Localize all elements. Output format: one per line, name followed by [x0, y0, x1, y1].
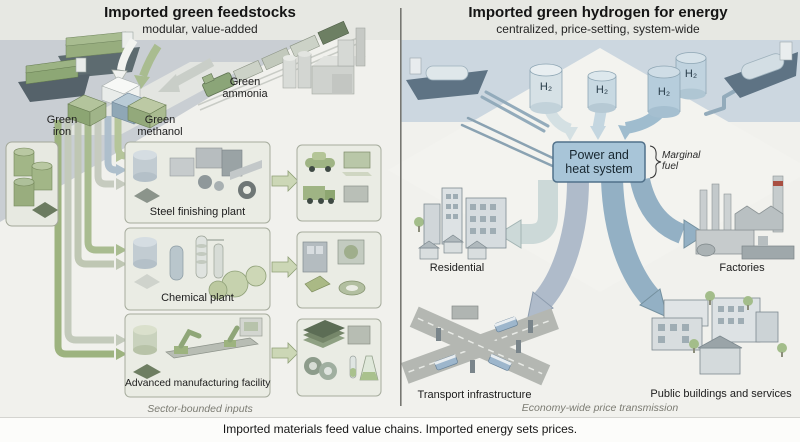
public-buildings-label: Public buildings and services: [650, 388, 792, 400]
hydrogen-ship-icon: [406, 57, 488, 100]
machinery-products-icon: [302, 239, 366, 296]
hub-box: [552, 141, 646, 183]
tank-arrowheads: [562, 125, 634, 141]
vehicle-products-icon: [303, 151, 372, 204]
residential-icon: [414, 187, 507, 260]
flow-arrowheads: [116, 150, 127, 360]
output-arrows: [271, 170, 299, 364]
h2-tank-icon: [647, 65, 681, 118]
left-panel-subtitle: modular, value-added: [142, 22, 258, 36]
cargo-ship-icon: [18, 57, 90, 102]
feedstock-flow-lanes: [54, 116, 127, 358]
container-green-methanol-icon: [127, 96, 167, 129]
green-ammonia-label: Green ammonia: [222, 76, 268, 101]
footer-band: [0, 418, 800, 442]
factories-icon: [695, 175, 795, 260]
advanced-manufacturing-icon: [133, 317, 263, 379]
right-panel-title: Imported green hydrogen for energy: [468, 4, 728, 21]
footer-rule: [0, 417, 800, 418]
h2-tank-label: H₂: [539, 81, 553, 93]
advanced-plant-label: Advanced manufacturing facility: [125, 378, 271, 389]
h2-tank-icon: [529, 63, 563, 114]
green-iron-label: Green iron: [46, 114, 78, 139]
rail-track: [197, 35, 365, 111]
h2-tank-icon: [675, 52, 707, 100]
materials-products-icon: [303, 320, 379, 381]
panel-divider: [400, 8, 402, 406]
energy-distribution-arrowheads: [497, 219, 707, 323]
left-panel-title: Imported green feedstocks: [104, 4, 296, 21]
public-buildings-icon: [651, 291, 787, 375]
energy-distribution-arrows: [521, 177, 686, 308]
residential-label: Residential: [429, 262, 485, 274]
factories-label: Factories: [719, 262, 765, 274]
right-caption: Economy-wide price transmission: [521, 402, 679, 414]
left-caption: Sector-bounded inputs: [147, 403, 253, 415]
transport-label: Transport infrastructure: [417, 389, 532, 401]
unloading-arrows: [111, 37, 215, 92]
hydrogen-ship-icon: [724, 41, 798, 98]
marginal-fuel-label: Marginal fuel: [662, 150, 701, 173]
hub-label: Power and heat system: [565, 148, 633, 176]
footer-caption: Imported materials feed value chains. Im…: [222, 422, 578, 436]
transport-icon: [401, 305, 559, 386]
storage-box: [5, 141, 59, 227]
chemical-plant-icon: [133, 235, 267, 300]
hydrogen-pipes: [460, 86, 742, 170]
steel-plant-icon: [133, 147, 262, 203]
container-green-iron-icon: [67, 94, 107, 127]
factory-icon: [282, 27, 366, 95]
chemical-plant-label: Chemical plant: [161, 292, 234, 304]
ammonia-train-icon: [201, 20, 350, 97]
green-methanol-label: Green methanol: [137, 114, 183, 139]
h2-tank-label: H₂: [595, 84, 609, 96]
h2-tank-label: H₂: [684, 68, 698, 80]
h2-tank-icon: [587, 70, 617, 113]
h2-tank-label: H₂: [657, 86, 671, 98]
steel-plant-label: Steel finishing plant: [149, 206, 246, 218]
right-panel-subtitle: centralized, price-setting, system-wide: [496, 22, 700, 36]
marginal-fuel-bracket: [649, 145, 662, 179]
